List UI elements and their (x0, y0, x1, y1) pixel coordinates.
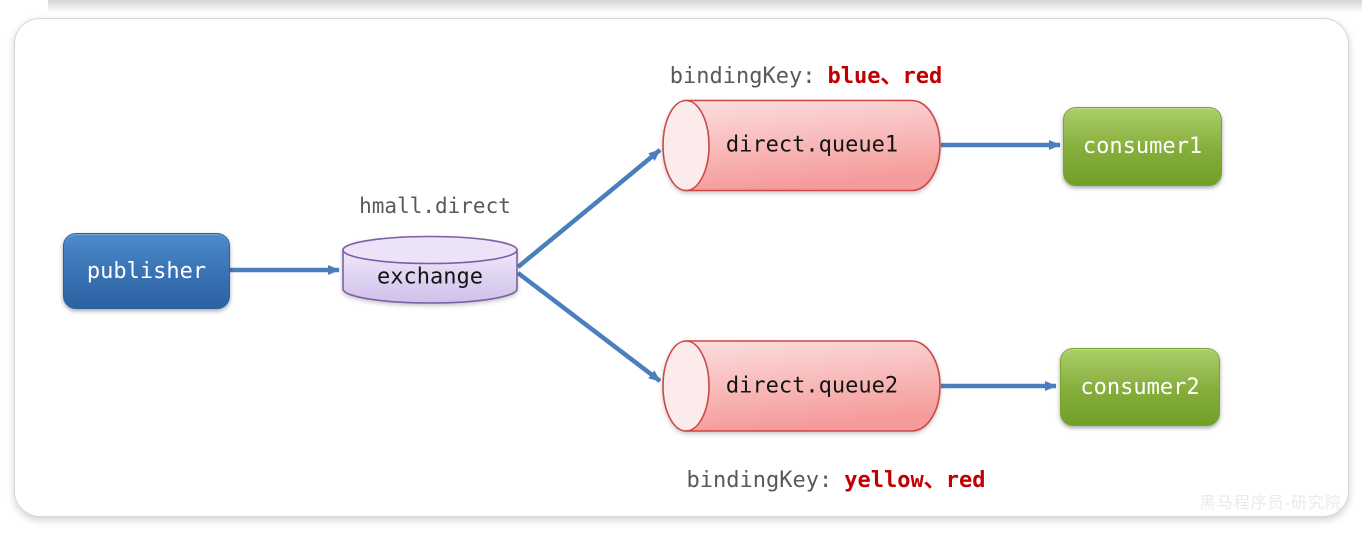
publisher-label: publisher (86, 258, 207, 284)
publisher-node: publisher (63, 233, 230, 309)
exchange-cylinder-cap (342, 235, 518, 265)
consumer2-label: consumer2 (1080, 374, 1200, 400)
diagram-card (14, 18, 1349, 517)
exchange-title: hmall.direct (359, 194, 511, 218)
binding-key-bottom-prefix: bindingKey: (686, 468, 833, 493)
queue1-cylinder (662, 99, 941, 192)
queue1-cylinder-cap (662, 99, 710, 192)
arrow-exchange-to-queue1 (516, 148, 662, 269)
binding-key-top-prefix: bindingKey: (669, 64, 816, 89)
exchange-label: exchange (377, 264, 483, 290)
queue1-label: direct.queue1 (725, 132, 899, 158)
watermark-text: 黑马程序员-研究院 (1199, 493, 1342, 512)
arrow-exchange-to-queue2 (516, 271, 662, 383)
consumer2-node: consumer2 (1060, 348, 1220, 426)
consumer1-node: consumer1 (1063, 107, 1222, 186)
consumer1-label: consumer1 (1082, 134, 1203, 159)
queue2-cylinder-cap (662, 340, 710, 432)
queue2-cylinder (662, 340, 941, 432)
binding-key-top-values: blue、red (827, 64, 943, 89)
top-shadow-strip (48, 0, 1362, 13)
binding-key-top: bindingKey: blue、red (670, 58, 943, 90)
exchange-cylinder (342, 235, 518, 304)
queue2-label: direct.queue2 (725, 373, 899, 399)
binding-key-bottom-values: yellow、red (844, 468, 986, 493)
binding-key-bottom: bindingKey: yellow、red (686, 462, 985, 494)
